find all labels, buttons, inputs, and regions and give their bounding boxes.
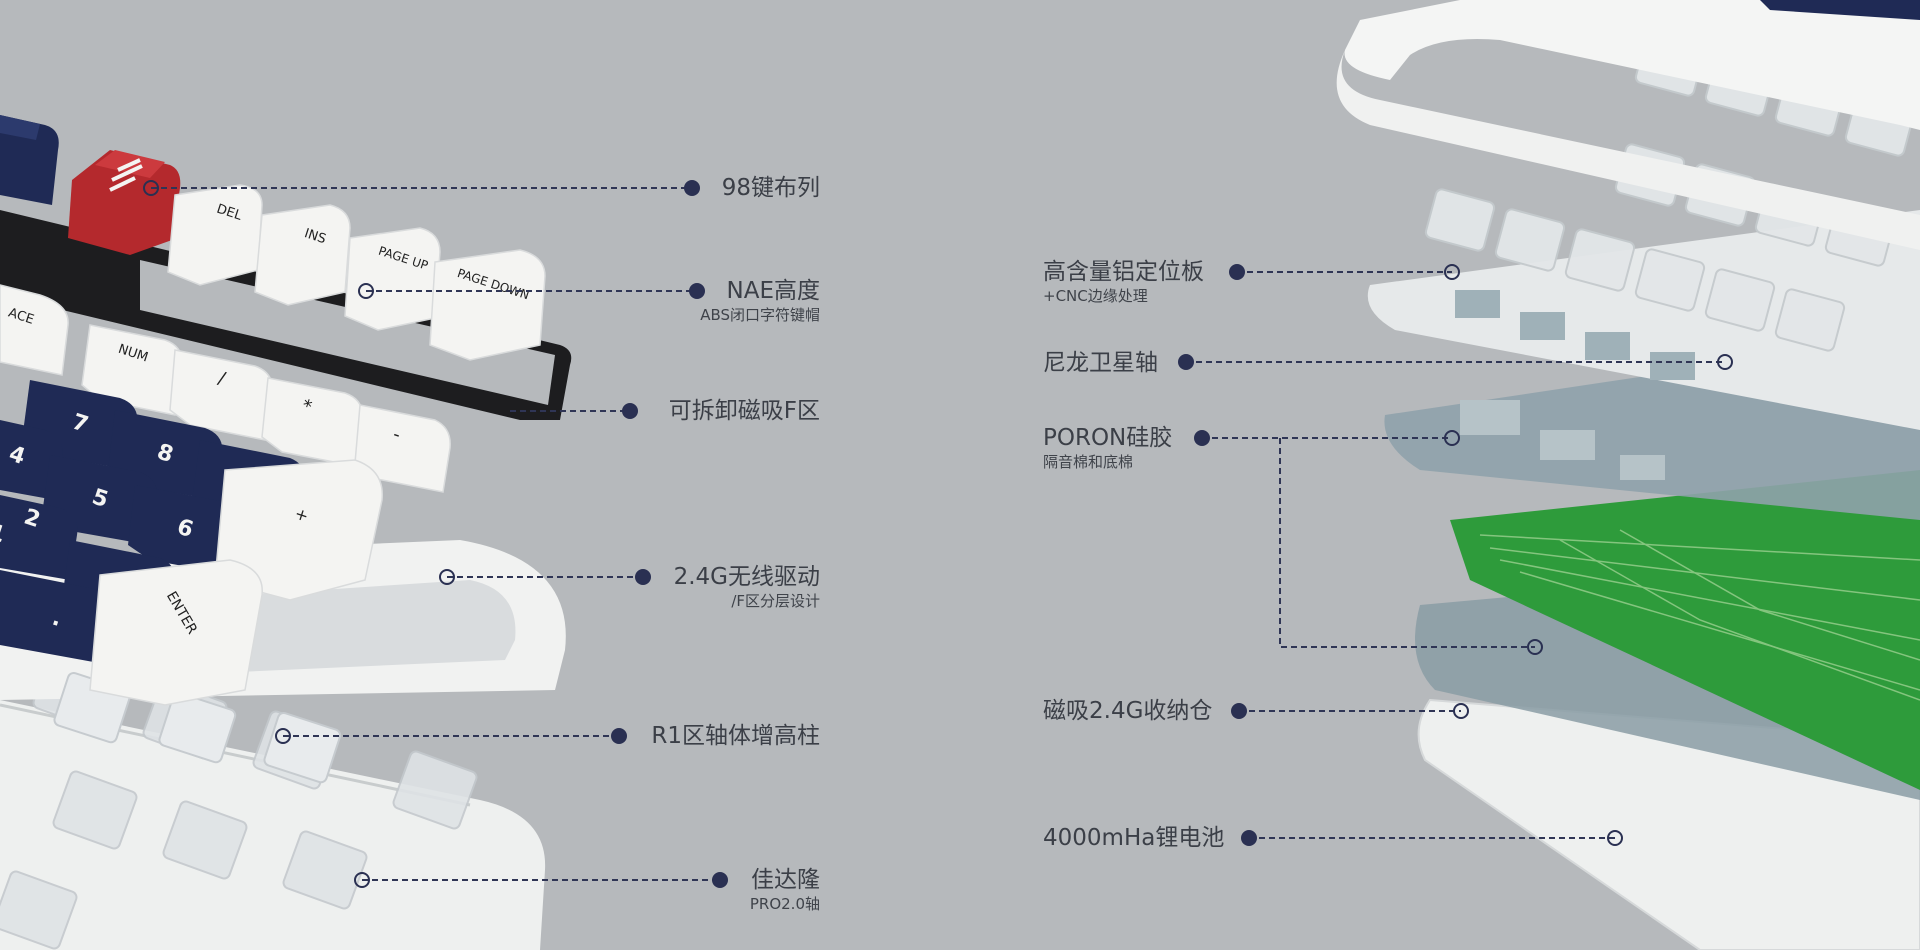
- callout-98-key-layout: 98键布列: [722, 174, 820, 202]
- callout-nylon-stabilizer: 尼龙卫星轴: [1043, 349, 1158, 377]
- callout-poron-silicone: PORON硅胶 隔音棉和底棉: [1043, 424, 1172, 472]
- callout-battery: 4000mHa锂电池: [1043, 824, 1224, 852]
- key-legend-plus: +: [292, 504, 311, 526]
- callout-endpoints: [143, 180, 1733, 888]
- callout-title: 4000mHa锂电池: [1043, 825, 1225, 851]
- callout-aluminum-plate: 高含量铝定位板 +CNC边缘处理: [1043, 258, 1204, 306]
- callout-title: 磁吸2.4G收纳仓: [1043, 698, 1213, 724]
- callout-title: 98键布列: [721, 175, 820, 201]
- callout-title: NAE高度: [726, 278, 820, 304]
- callout-detachable-f-zone: 可拆卸磁吸F区: [669, 397, 820, 425]
- callout-gateron-switch: 佳达隆 PRO2.0轴: [750, 866, 820, 914]
- key-legend-6: 6: [174, 515, 196, 544]
- callout-subtitle: +CNC边缘处理: [1043, 287, 1148, 305]
- key-legend-4: 4: [6, 442, 28, 471]
- key-legend-2: 2: [21, 505, 43, 534]
- callout-subtitle: ABS闭口字符键帽: [700, 306, 820, 324]
- left-keyboard-render: DEL INS PAGE UP PAGE DOWN ACE NUM / * -: [0, 115, 572, 950]
- key-legend-7: 7: [69, 410, 91, 439]
- callout-title: R1区轴体增高柱: [651, 723, 820, 749]
- callout-title: 佳达隆: [751, 867, 820, 893]
- red-logo-keycap: [68, 150, 181, 255]
- callout-nae-height: NAE高度 ABS闭口字符键帽: [700, 277, 820, 325]
- key-legend-ins: INS: [302, 226, 327, 247]
- key-legend-8: 8: [154, 440, 176, 469]
- callout-dots: [611, 180, 1257, 888]
- callout-r1-switch-post: R1区轴体增高柱: [651, 722, 820, 750]
- right-exploded-render: [1336, 0, 1920, 950]
- callout-dongle-storage: 磁吸2.4G收纳仓: [1043, 697, 1212, 725]
- callout-subtitle: 隔音棉和底棉: [1043, 453, 1134, 471]
- navy-keycap-topleft: [0, 115, 59, 205]
- callout-lines: [151, 187, 1725, 881]
- callout-title: 高含量铝定位板: [1043, 259, 1204, 285]
- key-legend-5: 5: [89, 485, 111, 514]
- key-legend-1: 1: [0, 520, 8, 549]
- callout-title: 尼龙卫星轴: [1043, 350, 1158, 376]
- callout-title: PORON硅胶: [1043, 425, 1173, 451]
- callout-title: 2.4G无线驱动: [673, 564, 820, 590]
- callout-subtitle: PRO2.0轴: [749, 895, 820, 913]
- callout-title: 可拆卸磁吸F区: [668, 398, 820, 424]
- callout-wireless-driver: 2.4G无线驱动 /F区分层设计: [674, 563, 820, 611]
- callout-subtitle: /F区分层设计: [731, 592, 820, 610]
